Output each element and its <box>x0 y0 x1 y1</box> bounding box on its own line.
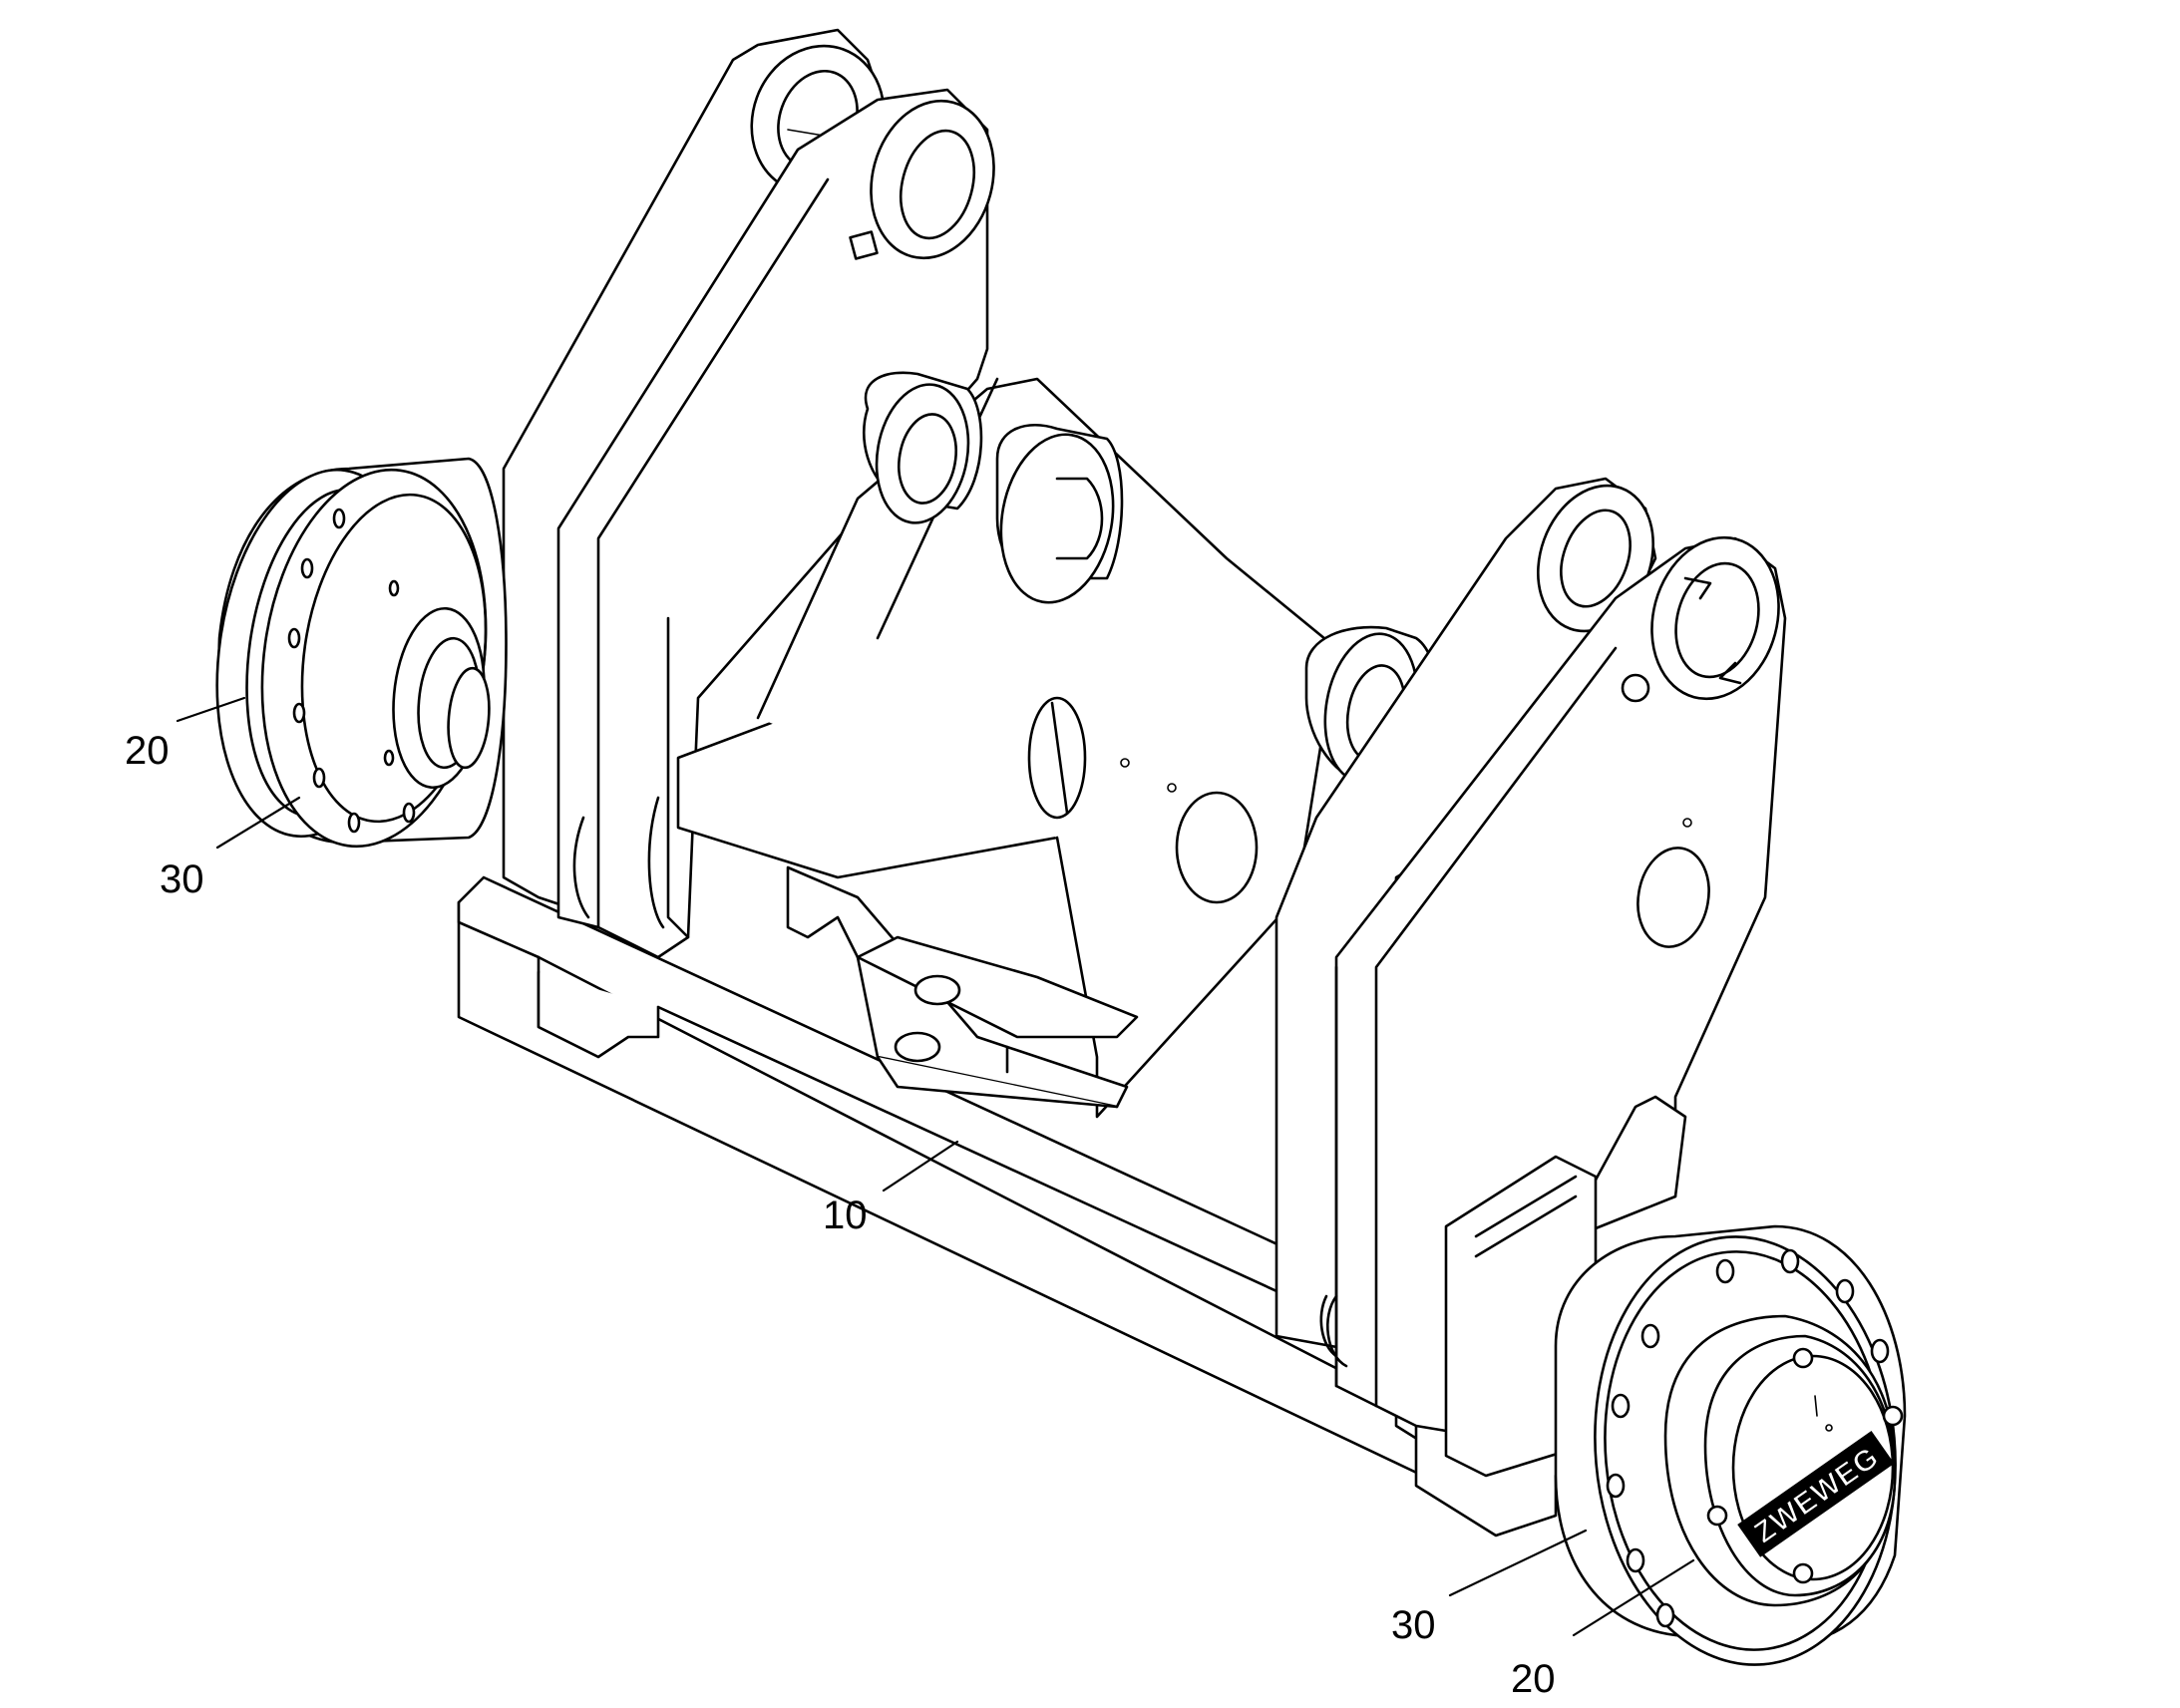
leader-10 <box>882 1140 959 1193</box>
front-clevis <box>786 865 1139 1109</box>
leader-30-left <box>215 796 301 850</box>
callout-30-left: 30 <box>160 857 204 901</box>
leader-30-right <box>1448 1529 1588 1597</box>
callout-20-left: 20 <box>125 729 170 773</box>
leader-20-right <box>1572 1558 1695 1637</box>
leader-20-left <box>176 696 246 723</box>
right-flange-bolt-holes <box>1606 1248 1890 1628</box>
leader-lines <box>176 696 1695 1637</box>
callout-10: 10 <box>823 1194 868 1237</box>
main-beam <box>457 875 1558 1537</box>
callout-labels: 10 20 30 30 20 <box>125 729 1556 1701</box>
callout-20-right: 20 <box>1511 1657 1556 1701</box>
left-arm-front <box>556 88 995 959</box>
callout-30-right: 30 <box>1391 1603 1436 1647</box>
left-hub <box>215 457 508 849</box>
center-lug <box>995 424 1124 604</box>
left-flange-bolt-holes <box>287 508 416 834</box>
right-arm-front <box>1325 535 1787 1438</box>
right-hub: ZWEWEG <box>1554 1224 1907 1666</box>
center-bushing <box>862 371 983 524</box>
